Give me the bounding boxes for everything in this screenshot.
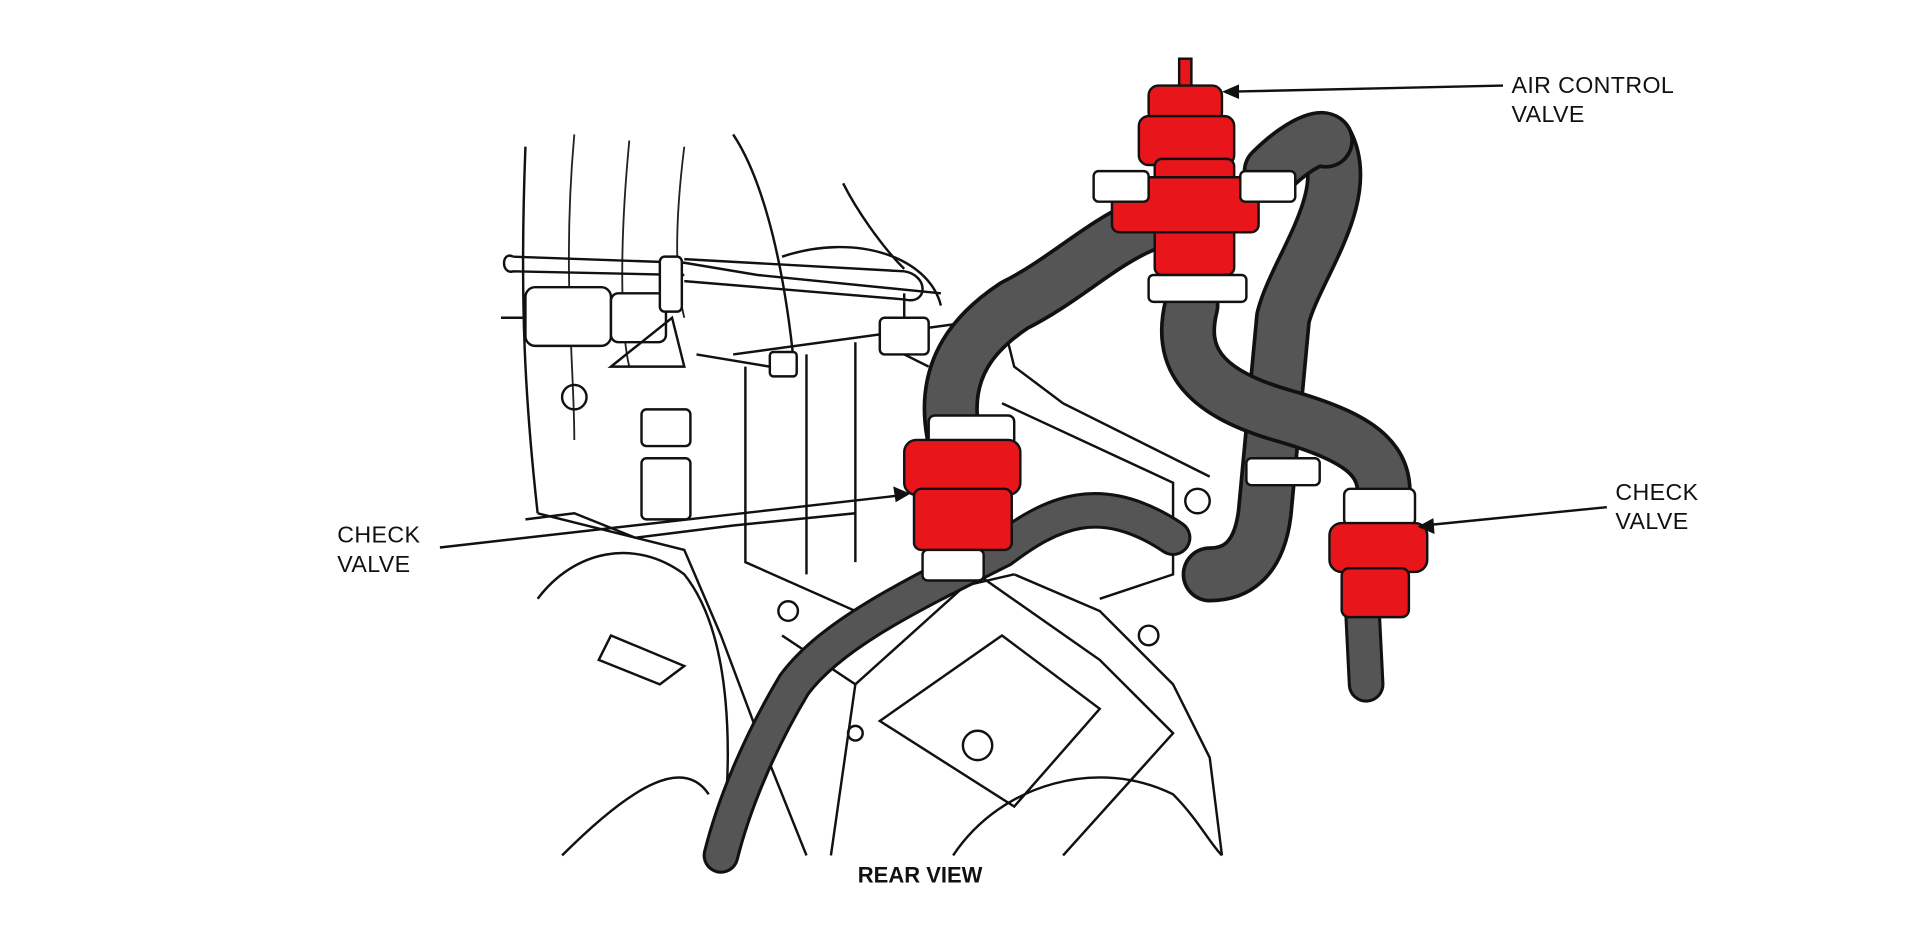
engine-outline <box>500 133 1224 857</box>
check-valve-left <box>903 414 1022 582</box>
label-check-valve-right: CHECK VALVE <box>1615 479 1705 534</box>
label-check-valve-left: CHECK VALVE <box>337 522 427 577</box>
label-rear-view: REAR VIEW <box>858 862 983 887</box>
check-valve-right <box>1245 457 1429 619</box>
air-hoses <box>702 111 1412 874</box>
leader-lines <box>439 84 1607 549</box>
label-air-control-valve: AIR CONTROL VALVE <box>1512 72 1681 127</box>
air-control-valve <box>1092 57 1297 304</box>
